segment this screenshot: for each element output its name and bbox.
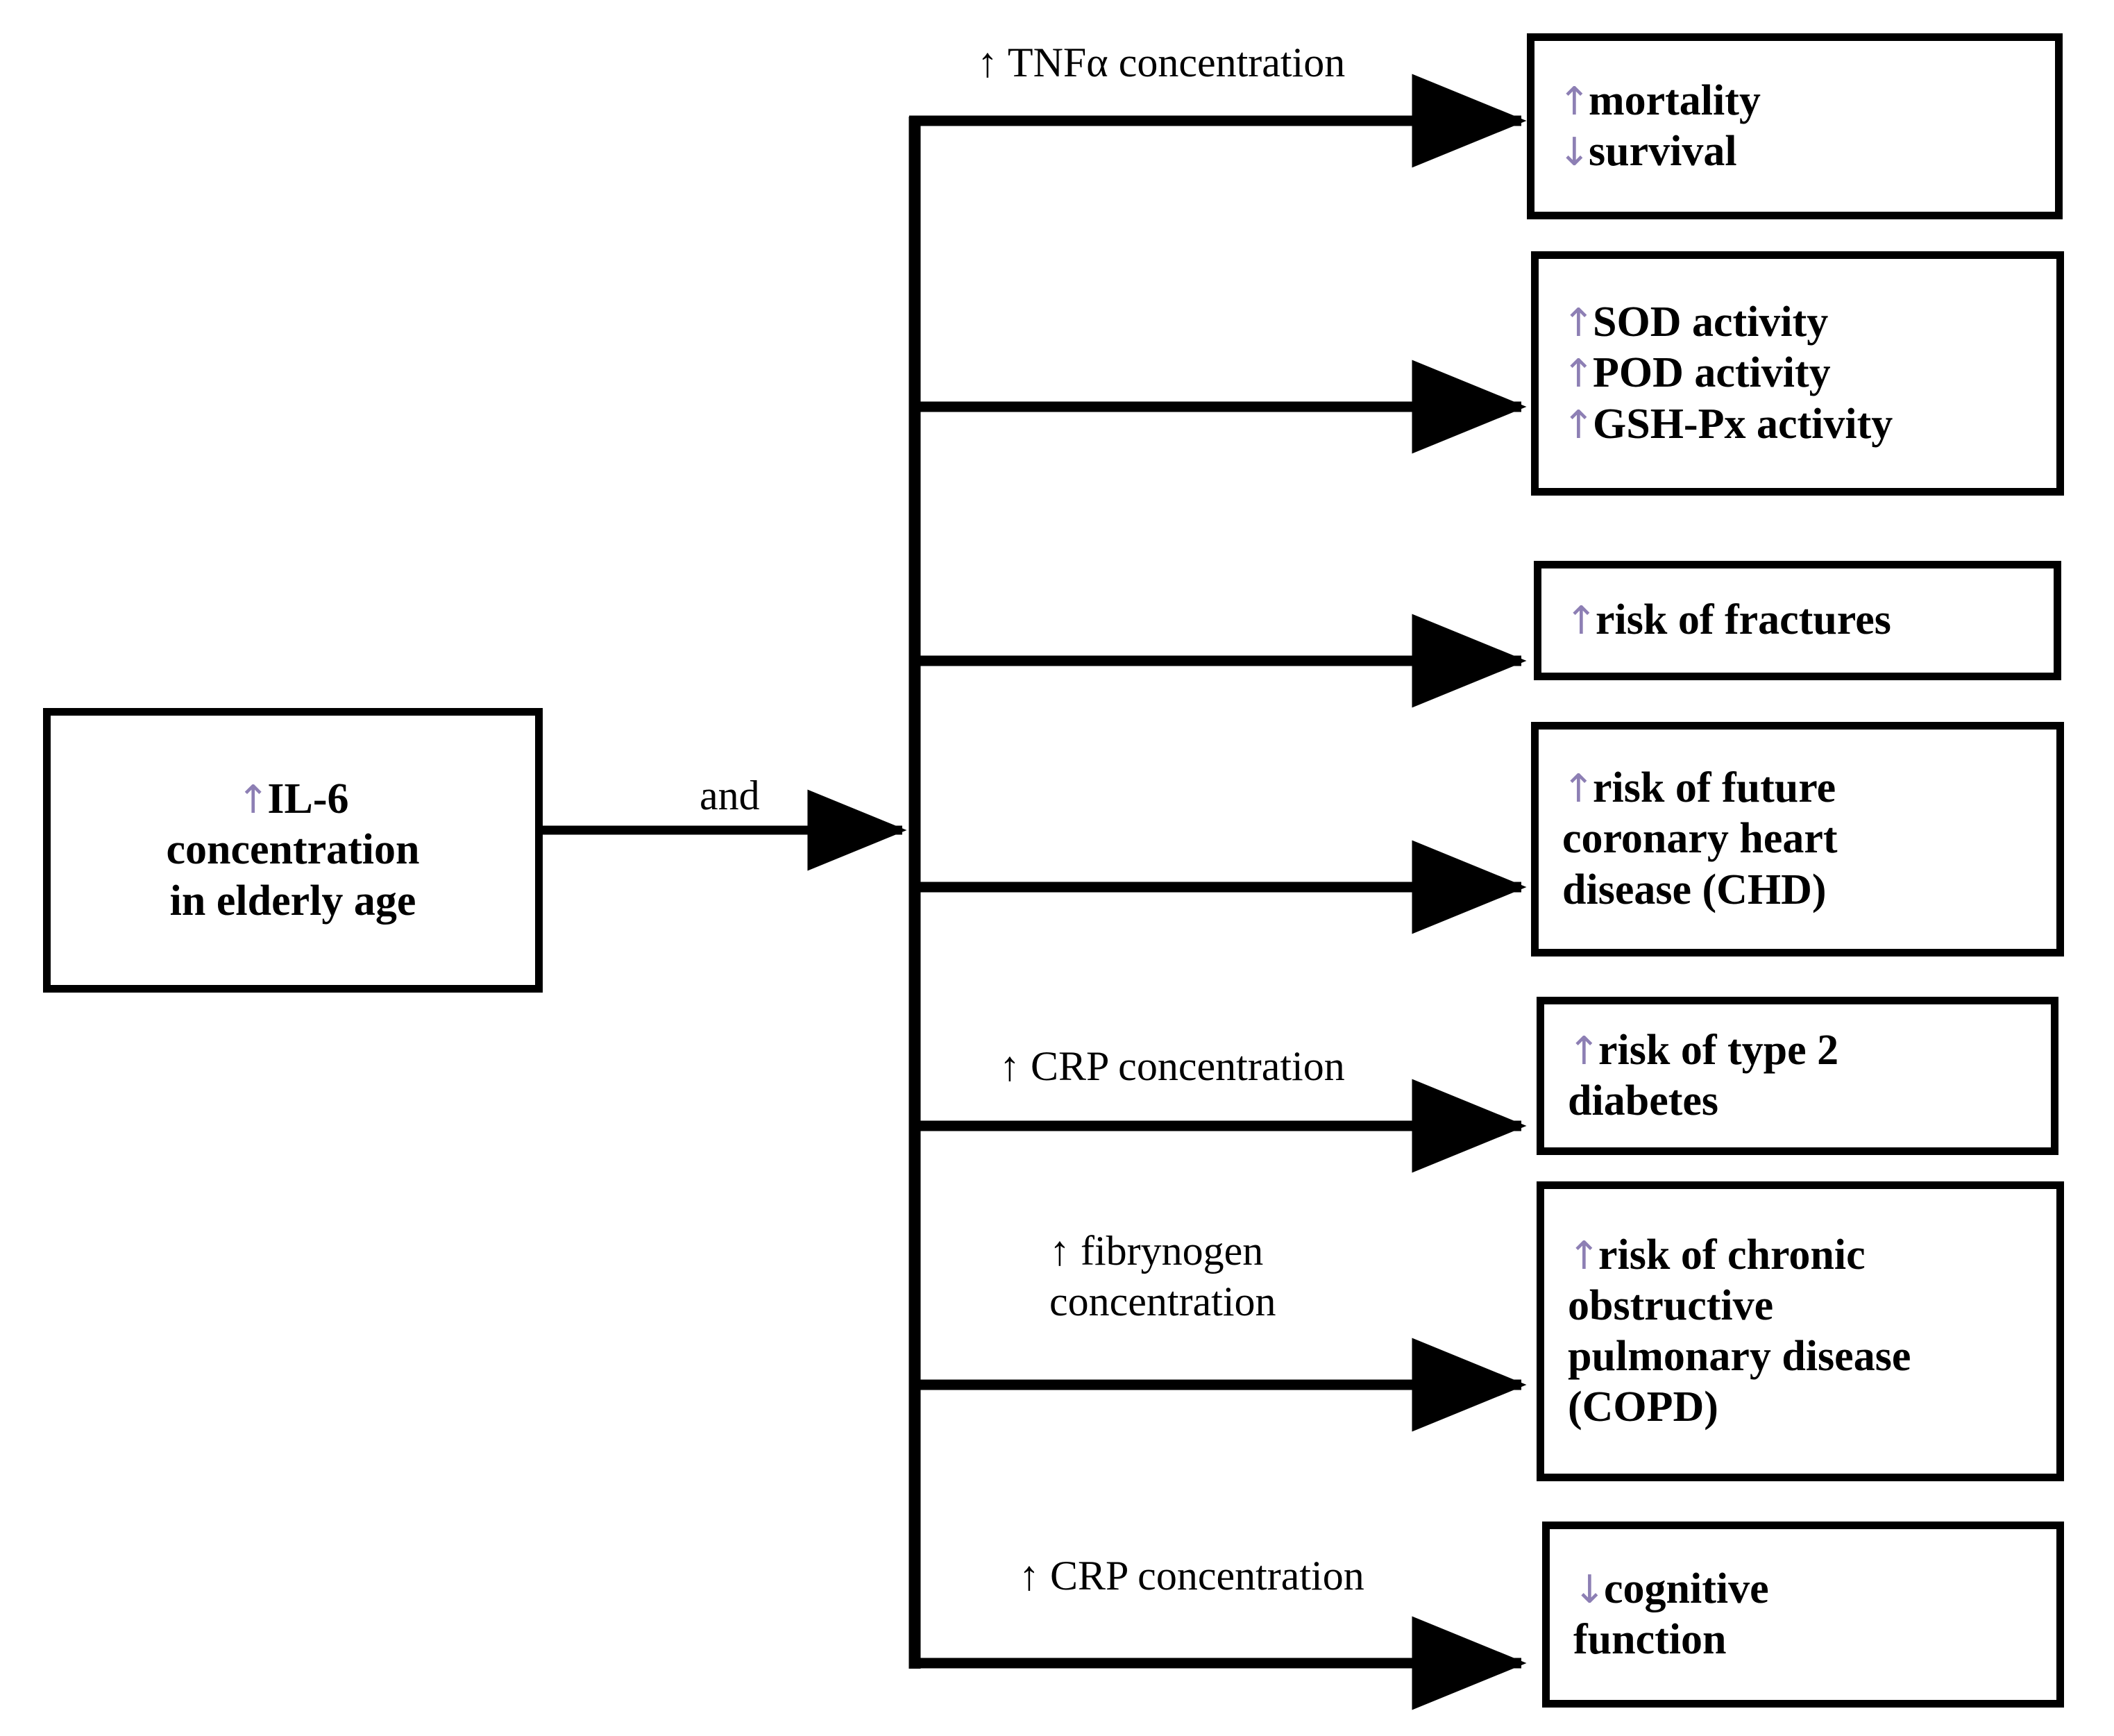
outcome-cognition-line-1: ↓cognitive	[1573, 1565, 1769, 1612]
edge-label-fibrynogen-line-1: ↑ fibrynogen	[1049, 1228, 1264, 1274]
down-arrow-icon: ↓	[1573, 1567, 1606, 1612]
outcome-fractures-line-1: ↑risk of fractures	[1565, 596, 1891, 644]
outcome-mortality: ↑mortality ↓survival	[1527, 33, 2063, 219]
down-arrow-icon: ↓	[1558, 130, 1591, 175]
outcome-mortality-line-1: ↑mortality	[1558, 76, 1761, 124]
edge-label-crp-cognition: ↑ CRP concentration	[1019, 1553, 1364, 1599]
up-arrow-icon: ↑	[1562, 766, 1595, 812]
up-arrow-icon: ↑	[1558, 78, 1591, 124]
outcome-antioxidant-enzymes: ↑SOD activity ↑POD activity ↑GSH-Px acti…	[1531, 251, 2064, 496]
up-arrow-icon: ↑	[1562, 301, 1595, 346]
outcome-cognitive-function: ↓cognitive function	[1542, 1522, 2064, 1708]
outcome-chd: ↑risk of future coronary heart disease (…	[1531, 722, 2064, 957]
il6-node-line-2: concentration	[166, 826, 420, 874]
outcome-copd-line-4: (COPD)	[1568, 1383, 1718, 1431]
edge-label-fibrynogen-line-2: concentration	[1049, 1279, 1276, 1325]
outcome-chd-line-2: coronary heart	[1562, 815, 1838, 863]
up-arrow-icon: ↑	[1568, 1233, 1600, 1279]
edge-label-tnfa: ↑ TNFα concentration	[977, 40, 1346, 85]
outcome-antioxidant-line-2: ↑POD activity	[1562, 349, 1831, 397]
il6-node-line-3: in elderly age	[169, 877, 416, 925]
outcome-antioxidant-line-3: ↑GSH-Px activity	[1562, 400, 1893, 448]
outcome-diabetes-line-2: diabetes	[1568, 1077, 1718, 1124]
outcome-copd-line-2: obstructive	[1568, 1281, 1774, 1329]
up-arrow-icon: ↑	[237, 777, 270, 823]
up-arrow-icon: ↑	[1565, 598, 1598, 644]
outcome-fractures: ↑risk of fractures	[1534, 561, 2061, 680]
outcome-antioxidant-line-1: ↑SOD activity	[1562, 298, 1829, 346]
up-arrow-icon: ↑	[1562, 402, 1595, 448]
outcome-chd-line-1: ↑risk of future	[1562, 764, 1836, 812]
outcome-mortality-line-2: ↓survival	[1558, 128, 1737, 175]
edge-label-fibrynogen: ↑ fibrynogen concentration	[1049, 1226, 1276, 1327]
edge-label-crp-diabetes: ↑ CRP concentration	[999, 1043, 1345, 1089]
up-arrow-icon: ↑	[1568, 1028, 1600, 1074]
outcome-cognition-line-2: function	[1573, 1616, 1727, 1663]
edge-label-and: and	[700, 773, 760, 818]
outcome-copd-line-3: pulmonary disease	[1568, 1333, 1911, 1380]
outcome-chd-line-3: disease (CHD)	[1562, 866, 1827, 913]
outcome-type2-diabetes: ↑risk of type 2 diabetes	[1537, 997, 2058, 1155]
outcome-copd-line-1: ↑risk of chronic	[1568, 1231, 1866, 1279]
up-arrow-icon: ↑	[1562, 351, 1595, 397]
outcome-diabetes-line-1: ↑risk of type 2	[1568, 1026, 1839, 1074]
il6-node: ↑IL-6 concentration in elderly age	[43, 708, 543, 993]
outcome-copd: ↑risk of chronic obstructive pulmonary d…	[1537, 1181, 2064, 1481]
il6-node-line-1: ↑IL-6	[237, 775, 349, 823]
